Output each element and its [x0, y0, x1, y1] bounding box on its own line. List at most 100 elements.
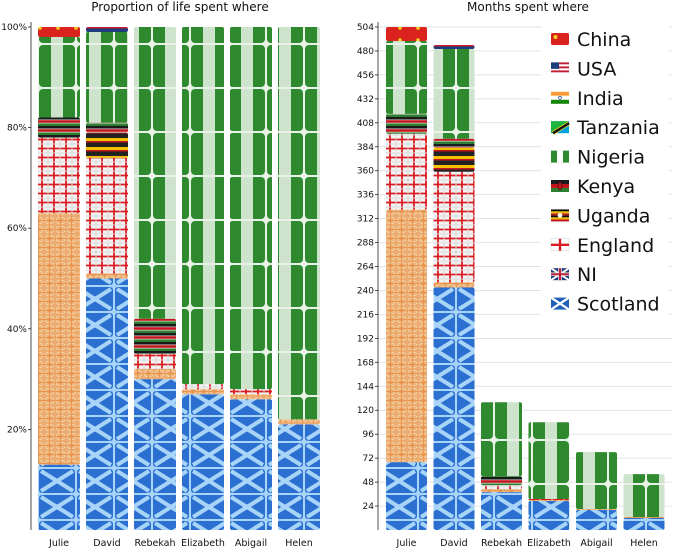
y-tick-label: 216 [357, 310, 374, 320]
bar-segment-scotland-elizabeth [528, 501, 570, 530]
legend-label-ni: NI [577, 264, 597, 286]
bar-segment-ni-david [86, 273, 128, 279]
y-tick-label: 480 [357, 47, 374, 57]
bar-segment-england-rebekah [134, 353, 176, 370]
category-label-david: David [440, 538, 467, 549]
left-chart-title: Proportion of life spent where [91, 0, 268, 14]
legend-label-china: China [577, 29, 631, 51]
bar-segment-kenya-david [433, 138, 475, 148]
y-tick-label: 240 [357, 286, 374, 296]
bar-segment-nigeria-elizabeth [182, 27, 224, 385]
left-y-ticks: 20% 40% 60% 80% 100% [1, 23, 31, 435]
y-tick-label: 264 [357, 263, 374, 273]
y-tick-label: 384 [357, 143, 374, 153]
bar-segment-ni-julie [38, 213, 80, 465]
bar-segment-uganda-david [433, 147, 475, 172]
bar-segment-ni-abigail [576, 509, 617, 511]
category-label-julie: Julie [48, 538, 69, 549]
ni-flag-icon [550, 267, 570, 282]
y-tick-label: 96 [363, 430, 375, 440]
legend-label-scotland: Scotland [577, 294, 660, 316]
bar-segment-china-julie [38, 27, 80, 38]
uganda-flag-icon [551, 209, 569, 222]
y-tick-label: 288 [357, 239, 374, 249]
y-tick-label: 48 [363, 478, 375, 488]
y-tick-label: 20% [7, 425, 27, 435]
y-tick-label: 100% [1, 23, 27, 33]
bar-segment-uganda-david [86, 132, 128, 158]
kenya-flag-icon [551, 180, 569, 192]
bar-segment-kenya-rebekah [481, 476, 522, 486]
bar-segment-nigeria-julie [38, 37, 80, 118]
bar-segment-usa-david [86, 27, 128, 33]
y-tick-label: 120 [357, 406, 374, 416]
y-tick-label: 40% [7, 325, 27, 335]
usa-flag-icon [551, 62, 569, 75]
bar-segment-england-abigail [230, 389, 272, 395]
y-tick-label: 168 [357, 358, 374, 368]
category-label-elizabeth: Elizabeth [181, 538, 225, 549]
bar-segment-china-julie [386, 27, 427, 41]
bar-segment-scotland-helen [623, 518, 665, 530]
category-label-rebekah: Rebekah [134, 538, 175, 549]
bar-segment-england-julie [386, 133, 427, 210]
category-label-julie: Julie [396, 538, 417, 549]
bar-segment-nigeria-elizabeth [528, 422, 570, 500]
bar-segment-ni-elizabeth [528, 500, 570, 502]
category-label-rebekah: Rebekah [481, 538, 522, 549]
y-tick-label: 504 [357, 23, 374, 33]
bar-segment-kenya-julie [386, 113, 427, 134]
bar-segment-ni-rebekah [481, 489, 522, 493]
scotland-flag-icon [550, 296, 570, 311]
bar-segment-kenya-julie [38, 117, 80, 138]
y-tick-label: 60% [7, 224, 27, 234]
legend-label-usa: USA [577, 58, 616, 80]
category-label-david: David [93, 538, 120, 549]
left-chart: Proportion of life spent where 20% 40% 60%… [1, 0, 320, 549]
bar-segment-england-elizabeth [182, 384, 224, 390]
bar-segment-usa-david [433, 44, 475, 49]
bar-segment-ni-julie [386, 209, 427, 463]
category-label-helen: Helen [630, 538, 658, 549]
bar-segment-england-david [86, 157, 128, 274]
y-tick-label: 80% [7, 124, 27, 134]
legend-label-india: India [577, 88, 624, 110]
bar-segment-ni-abigail [230, 394, 272, 400]
legend-label-tanzania: Tanzania [576, 117, 660, 139]
category-label-helen: Helen [285, 538, 313, 549]
legend-label-uganda: Uganda [577, 205, 650, 227]
legend: ChinaUSAIndiaTanzaniaNigeriaKenyaUgandaE… [541, 23, 669, 319]
legend-label-nigeria: Nigeria [577, 147, 645, 169]
bar-segment-kenya-david [86, 122, 128, 133]
bar-segment-nigeria-helen [278, 27, 320, 420]
bar-segment-nigeria-rebekah [134, 27, 176, 319]
bar-segment-nigeria-abigail [230, 27, 272, 390]
y-tick-label: 192 [357, 334, 374, 344]
y-tick-label: 336 [357, 191, 374, 201]
bar-segment-ni-helen [278, 419, 320, 425]
bar-segment-nigeria-helen [623, 474, 665, 518]
y-tick-label: 312 [357, 215, 374, 225]
y-tick-label: 408 [357, 119, 374, 129]
bar-segment-nigeria-david [433, 48, 475, 139]
england-flag-icon [550, 238, 570, 252]
bar-segment-nigeria-abigail [576, 452, 617, 510]
right-bars [386, 27, 665, 530]
category-label-abigail: Abigail [235, 538, 267, 549]
bar-segment-scotland-elizabeth [182, 394, 224, 530]
india-flag-icon [551, 91, 569, 104]
bar-segment-nigeria-rebekah [481, 402, 522, 477]
bar-segment-kenya-rebekah [134, 318, 176, 354]
bar-segment-england-david [433, 171, 475, 283]
bar-segment-scotland-abigail [230, 399, 272, 530]
china-flag-icon [551, 33, 569, 45]
bar-segment-ni-helen [623, 517, 665, 519]
bar-segment-ni-david [433, 282, 475, 288]
y-tick-label: 432 [357, 95, 374, 105]
y-tick-label: 360 [357, 167, 374, 177]
legend-label-kenya: Kenya [577, 176, 635, 198]
y-tick-label: 456 [357, 71, 374, 81]
bar-segment-england-julie [38, 137, 80, 214]
right-y-ticks: 2448729612014416819221624026428831233636… [357, 23, 378, 512]
